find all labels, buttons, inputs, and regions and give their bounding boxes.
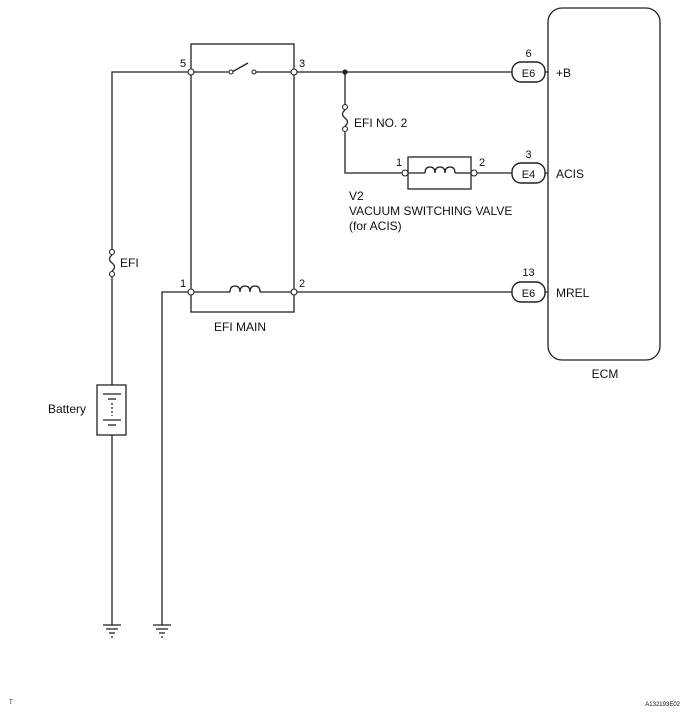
relay-label: EFI MAIN xyxy=(214,320,266,334)
ecm-signal-acis: ACIS xyxy=(556,167,584,181)
connector-mrel-code: E6 xyxy=(522,288,535,300)
relay-switch-blade xyxy=(231,62,249,73)
vsv-terminal-1 xyxy=(401,169,409,177)
relay-box xyxy=(190,43,295,313)
wire-relay-coil-to-ground xyxy=(161,291,188,625)
ecm-signal-mrel: MREL xyxy=(556,286,590,300)
vsv-coil-icon xyxy=(424,166,456,174)
ground-icon-right xyxy=(153,624,171,638)
wire-battery-to-relay xyxy=(111,71,188,250)
vsv-id: V2 xyxy=(349,189,364,203)
battery-label: Battery xyxy=(48,402,86,416)
footer-code: A132193E02 xyxy=(645,702,680,708)
relay-pin-2: 2 xyxy=(299,278,305,290)
connector-plus-b xyxy=(511,61,546,83)
relay-pin-3: 3 xyxy=(299,58,305,70)
efi-fuse-node-top xyxy=(108,248,116,256)
connector-acis-code: E4 xyxy=(522,169,535,181)
footer-left-mark: T xyxy=(9,700,13,706)
relay-terminal-3 xyxy=(290,68,298,76)
connector-acis-pin: 3 xyxy=(525,149,531,161)
battery-icon xyxy=(96,384,127,436)
relay-contact-node-a xyxy=(228,69,234,75)
vsv-pin-1: 1 xyxy=(396,157,402,169)
relay-contact-node-b xyxy=(251,69,257,75)
efi-no2-fuse-icon xyxy=(341,109,349,127)
efi-fuse-node-bottom xyxy=(108,270,116,278)
efi-no2-node-bottom xyxy=(341,125,349,133)
ecm-box xyxy=(547,7,661,361)
relay-coil-icon xyxy=(229,285,261,293)
efi-no2-node-top xyxy=(341,103,349,111)
vsv-pin-2: 2 xyxy=(479,157,485,169)
relay-terminal-5 xyxy=(187,68,195,76)
vsv-note: (for ACIS) xyxy=(349,219,402,233)
vsv-terminal-2 xyxy=(470,169,478,177)
ground-icon-left xyxy=(103,624,121,638)
connector-mrel xyxy=(511,281,546,303)
connector-acis xyxy=(511,162,546,184)
efi-fuse-icon xyxy=(108,254,116,272)
relay-pin-1: 1 xyxy=(180,278,186,290)
wire-efi-no2-to-vsv xyxy=(344,132,405,174)
relay-terminal-1 xyxy=(187,288,195,296)
efi-no2-label: EFI NO. 2 xyxy=(354,116,408,130)
efi-fuse-label: EFI xyxy=(120,256,139,270)
connector-plus-b-code: E6 xyxy=(522,68,535,80)
relay-terminal-2 xyxy=(290,288,298,296)
vsv-name: VACUUM SWITCHING VALVE xyxy=(349,204,512,218)
connector-plus-b-pin: 6 xyxy=(525,48,531,60)
ecm-label: ECM xyxy=(592,367,619,381)
connector-mrel-pin: 13 xyxy=(522,267,534,279)
relay-pin-5: 5 xyxy=(180,58,186,70)
ecm-signal-plus-b: +B xyxy=(556,66,571,80)
